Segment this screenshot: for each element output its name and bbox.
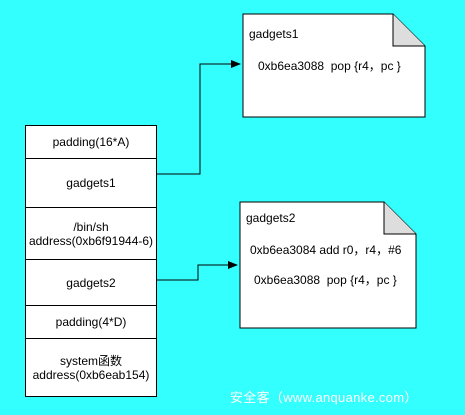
gadgets2-line-pop: 0xb6ea3088 pop {r4，pc }	[254, 273, 397, 287]
arrow-gadgets2	[157, 261, 238, 281]
arrow-gadgets1	[157, 60, 241, 175]
stack-cell-padding-4d: padding(4*D)	[26, 306, 156, 339]
gadgets1-line: 0xb6ea3088 pop {r4，pc }	[258, 59, 401, 73]
gadgets2-title: gadgets2	[246, 211, 296, 225]
stack-cell-binsh-address: /bin/sh address(0xb6f91944-6)	[26, 208, 156, 260]
gadgets1-note-fold	[392, 14, 425, 47]
gadgets2-note	[239, 201, 417, 329]
stack-cell-padding-16a: padding(16*A)	[26, 126, 156, 159]
gadgets1-note	[242, 13, 426, 118]
gadgets1-title: gadgets1	[249, 27, 299, 41]
stack-cell-system-address: system函数 address(0xb6eab154)	[32, 353, 150, 382]
gadgets2-note-fold	[383, 202, 416, 235]
stack-cell-gadgets1: gadgets1	[26, 159, 156, 208]
watermark: 安全客（www.anquanke.com）	[230, 390, 418, 405]
stack-layout: padding(16*A) gadgets1 /bin/sh address(0…	[25, 125, 157, 397]
stack-cell-gadgets2: gadgets2	[26, 260, 156, 306]
gadgets2-line-add: 0xb6ea3084 add r0，r4，#6	[250, 243, 402, 257]
